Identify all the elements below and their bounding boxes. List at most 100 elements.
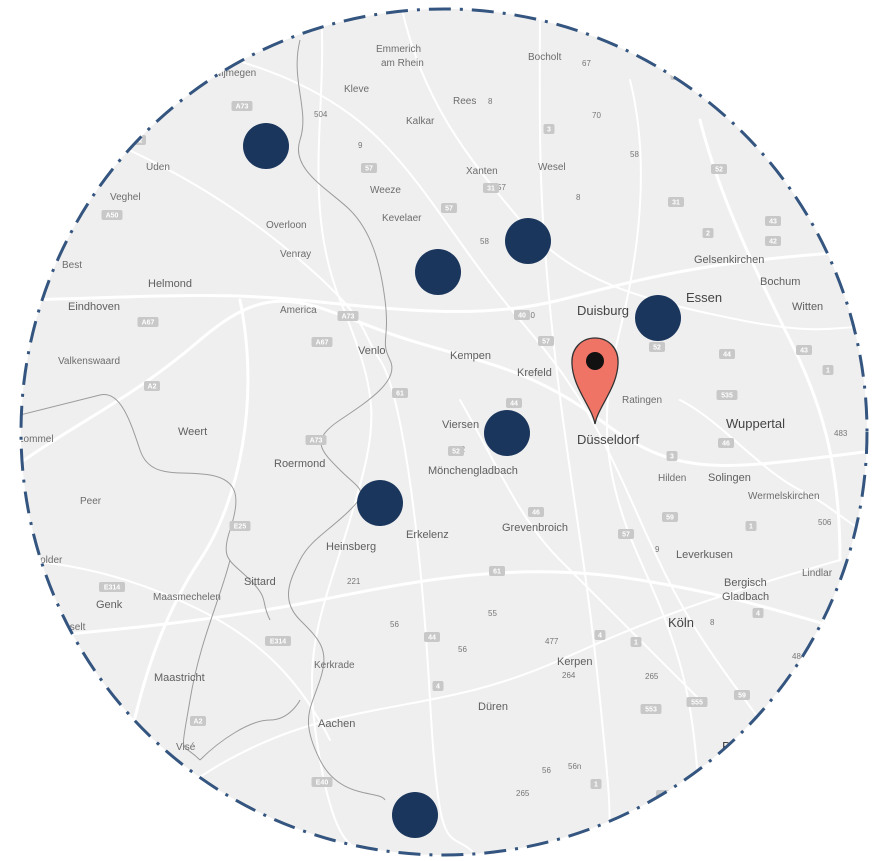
- city-label: Lommel: [18, 434, 54, 445]
- svg-text:A2: A2: [194, 719, 203, 726]
- location-pin-duesseldorf[interactable]: [571, 337, 619, 425]
- city-label: Kalkar: [406, 116, 435, 127]
- road-number: 8: [576, 193, 581, 202]
- svg-text:E25: E25: [234, 524, 247, 531]
- svg-text:44: 44: [428, 635, 436, 642]
- road-line: [698, 118, 842, 562]
- city-label: Weeze: [370, 185, 401, 196]
- road-number: 9: [358, 141, 363, 150]
- svg-text:555: 555: [691, 700, 703, 707]
- city-label: Leverkusen: [676, 549, 733, 561]
- road-number: 484: [792, 652, 806, 661]
- road-shield: 46: [528, 507, 544, 517]
- svg-text:42: 42: [769, 239, 777, 246]
- road-number: 504: [314, 110, 328, 119]
- road-number: 483: [834, 429, 848, 438]
- road-shield: 57: [441, 203, 457, 213]
- road-number: 265: [645, 672, 659, 681]
- road-shield: 57: [618, 529, 634, 539]
- svg-text:44: 44: [723, 352, 731, 359]
- road-line: [21, 559, 331, 741]
- city-label: Veghel: [110, 192, 141, 203]
- road-shield: 2: [702, 228, 714, 238]
- svg-text:59: 59: [666, 515, 674, 522]
- svg-text:31: 31: [487, 186, 495, 193]
- marker-kevelaer-area[interactable]: [415, 249, 461, 295]
- marker-nijmegen-area[interactable]: [243, 123, 289, 169]
- city-label: Solingen: [708, 472, 751, 484]
- road-shield: 44: [424, 632, 440, 642]
- svg-text:57: 57: [542, 339, 550, 346]
- city-label: Mönchengladbach: [428, 465, 518, 477]
- road-shield: 1: [630, 637, 642, 647]
- svg-text:1: 1: [826, 368, 830, 375]
- road-shield: 59: [662, 512, 678, 522]
- city-label: Kerkrade: [314, 660, 355, 671]
- road-number: 67: [582, 59, 591, 68]
- city-label: Hagen: [862, 351, 886, 362]
- city-label: Duisburg: [577, 303, 629, 318]
- marker-viersen-area[interactable]: [484, 410, 530, 456]
- road-shield: A2: [190, 716, 206, 726]
- radius-ring: [19, 7, 869, 857]
- border-line: [21, 394, 271, 621]
- svg-text:1: 1: [594, 782, 598, 789]
- road-shield: 59: [734, 690, 750, 700]
- location-markers: [243, 123, 681, 838]
- road-shield: 3: [543, 124, 555, 134]
- svg-text:A50: A50: [106, 213, 119, 220]
- border-line: [287, 39, 393, 801]
- road-shield: 61: [489, 566, 505, 576]
- pin-center-dot: [586, 352, 604, 370]
- road-number: 56n: [568, 762, 581, 771]
- city-label: Wesel: [538, 162, 566, 173]
- road-line: [59, 119, 481, 855]
- marker-heinsberg-area[interactable]: [357, 480, 403, 526]
- svg-text:61: 61: [493, 569, 501, 576]
- city-label: Düsseldorf: [577, 432, 640, 447]
- city-label: Genk: [96, 599, 123, 611]
- road-shield: 44: [719, 349, 735, 359]
- city-label: Düren: [478, 701, 508, 713]
- road-shield: E314: [265, 636, 291, 646]
- marker-wesel-area[interactable]: [505, 218, 551, 264]
- road-number: 8: [488, 97, 493, 106]
- marker-aachen-south[interactable]: [392, 792, 438, 838]
- svg-text:A73: A73: [342, 314, 355, 321]
- map-pin-icon[interactable]: [571, 337, 619, 425]
- road-shield: 57: [538, 336, 554, 346]
- svg-text:31: 31: [672, 200, 680, 207]
- svg-text:A73: A73: [236, 104, 249, 111]
- city-label: Rees: [453, 96, 476, 107]
- svg-text:57: 57: [622, 532, 630, 539]
- city-label: Kempen: [450, 350, 491, 362]
- city-label: Roermond: [274, 458, 325, 470]
- city-label: Dülm: [738, 110, 761, 121]
- city-label: Gelsenkirchen: [694, 254, 764, 266]
- road-shield: 4: [432, 681, 444, 691]
- city-label: Helmond: [148, 278, 192, 290]
- svg-text:E314: E314: [104, 585, 120, 592]
- city-label: Wuppertal: [726, 416, 785, 431]
- road-line: [605, 79, 701, 855]
- svg-text:A67: A67: [316, 340, 329, 347]
- city-label: America: [280, 305, 317, 316]
- svg-text:46: 46: [532, 510, 540, 517]
- road-number: 40: [526, 311, 535, 320]
- road-shield: 43: [765, 216, 781, 226]
- road-line: [538, 9, 611, 855]
- svg-text:4: 4: [756, 611, 760, 618]
- city-label: Gladbach: [722, 591, 769, 603]
- svg-text:57: 57: [365, 166, 373, 173]
- marker-essen-area[interactable]: [635, 295, 681, 341]
- road-shield: 52: [711, 164, 727, 174]
- border-line: [183, 559, 231, 761]
- road-shield: 553: [640, 704, 662, 714]
- city-label: am Rhein: [381, 58, 424, 69]
- city-label: Heinsberg: [326, 541, 376, 553]
- road-number: 264: [562, 671, 576, 680]
- city-label: Zolder: [34, 555, 63, 566]
- road-number: 55: [488, 609, 497, 618]
